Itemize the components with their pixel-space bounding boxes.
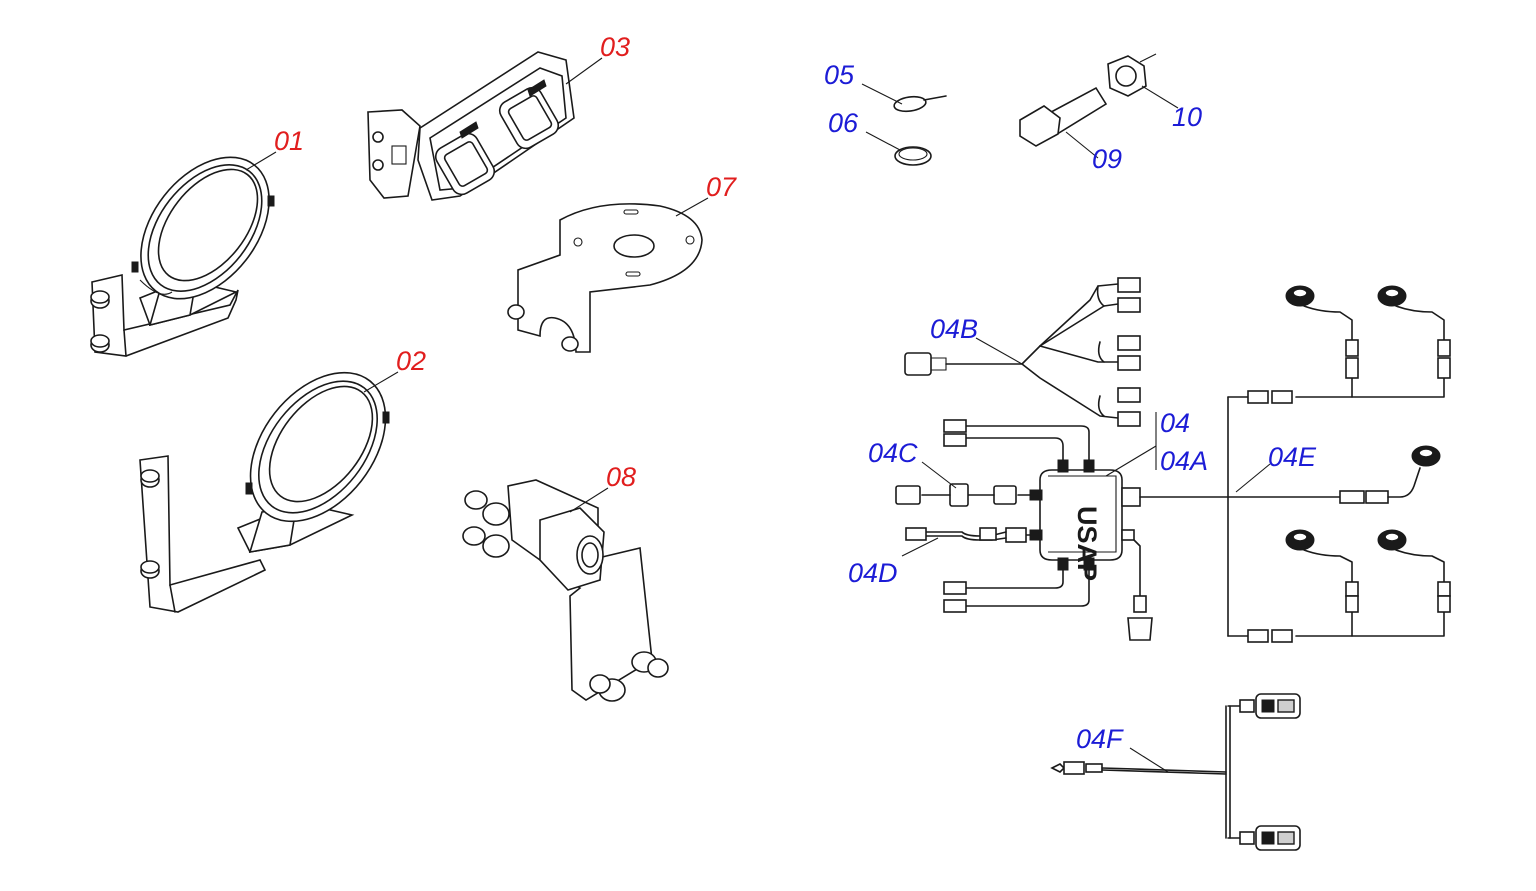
part-02-oval-lamp-tall-bracket bbox=[139, 371, 390, 613]
callout-04F: 04F bbox=[1076, 724, 1124, 754]
part-10-nut bbox=[1107, 53, 1157, 97]
callout-09: 09 bbox=[1092, 144, 1122, 174]
callout-06: 06 bbox=[828, 108, 859, 138]
display-module-icon bbox=[1255, 693, 1301, 851]
callout-04C: 04C bbox=[868, 438, 918, 468]
junction-box-ports bbox=[1029, 459, 1141, 571]
callout-04A: 04A bbox=[1160, 446, 1208, 476]
part-07-plate-bracket bbox=[507, 203, 703, 353]
part-06-hose-clamp bbox=[894, 146, 932, 166]
harness-04F-display-cable bbox=[1050, 693, 1301, 851]
callout-04B: 04B bbox=[930, 314, 978, 344]
part-09-bolt bbox=[1019, 86, 1108, 147]
callout-02: 02 bbox=[396, 346, 426, 376]
connector-icon bbox=[1345, 339, 1451, 613]
callout-01: 01 bbox=[274, 126, 304, 156]
leader-lines bbox=[245, 57, 1271, 773]
nut-icon bbox=[462, 490, 669, 702]
harness-04-wiring-assembly: USAP bbox=[895, 277, 1451, 643]
bolt-icon bbox=[140, 469, 160, 579]
callout-04: 04 bbox=[1160, 408, 1190, 438]
bolt-icon bbox=[90, 290, 110, 353]
part-05-cable-tie bbox=[893, 95, 947, 113]
callout-08: 08 bbox=[606, 462, 636, 492]
callout-10: 10 bbox=[1172, 102, 1202, 132]
part-08-camera-bracket bbox=[462, 479, 669, 702]
callout-labels: 01 02 03 07 08 05 06 09 10 04B 04C 04D 0… bbox=[274, 32, 1317, 754]
callout-04D: 04D bbox=[848, 558, 898, 588]
sensor-icon bbox=[1285, 285, 1441, 551]
callout-05: 05 bbox=[824, 60, 855, 90]
connector-icon bbox=[1117, 277, 1141, 427]
callout-03: 03 bbox=[600, 32, 630, 62]
callout-07: 07 bbox=[706, 172, 737, 202]
part-01-oval-lamp-bracket bbox=[90, 156, 275, 357]
callout-04E: 04E bbox=[1268, 442, 1317, 472]
part-03-rectangular-light bbox=[367, 51, 575, 201]
